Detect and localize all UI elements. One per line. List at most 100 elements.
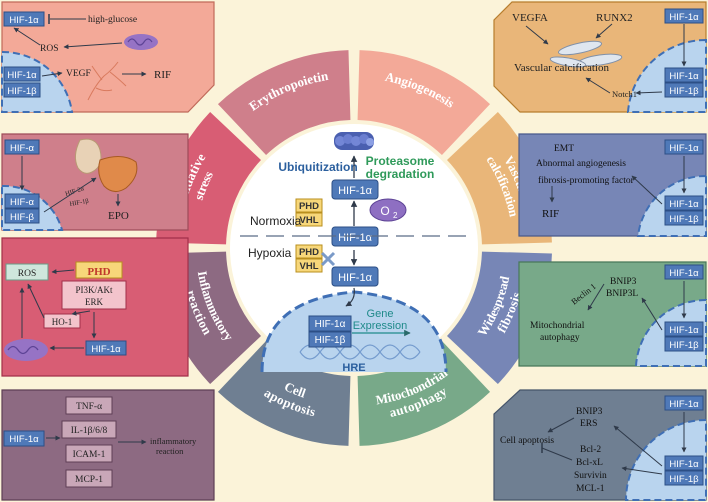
svg-text:HIF-1α: HIF-1α	[669, 143, 699, 154]
svg-text:VHL: VHL	[300, 261, 319, 272]
svg-text:Bcl-2: Bcl-2	[580, 445, 601, 455]
svg-text:HIF-1α: HIF-1α	[669, 12, 699, 23]
svg-text:VEGFA: VEGFA	[512, 12, 548, 24]
svg-text:2: 2	[393, 211, 398, 220]
segment-angiogenesis	[357, 50, 491, 155]
panel-erythropoietin: HIF-α HIF-α HIF-β HIF-2α HIF-1β EPO	[1, 133, 189, 231]
svg-text:VHL: VHL	[300, 215, 319, 226]
svg-text:HIF-1β: HIF-1β	[7, 86, 37, 97]
center-phd-box-normoxia	[295, 198, 323, 213]
panel-inflammatory-reaction: HIF-1α TNF-α IL-1β/6/8 ICAM-1 MCP-1 infl…	[1, 389, 215, 501]
smooth-muscle-cells-icon	[549, 40, 623, 68]
svg-text:HIF-1β: HIF-1β	[669, 474, 699, 485]
svg-text:MCP-1: MCP-1	[75, 475, 103, 485]
center-vhl-box-normoxia	[295, 212, 323, 227]
svg-text:HIF-1α: HIF-1α	[7, 70, 37, 81]
svg-text:O: O	[380, 204, 389, 218]
svg-text:RIF: RIF	[154, 69, 171, 81]
dna-helix	[299, 344, 421, 360]
normoxia-label: Normoxia	[250, 214, 302, 228]
svg-text:high-glucose: high-glucose	[88, 15, 137, 25]
proteasome-label: Proteasome	[366, 154, 435, 168]
center-hif1a-nuclear	[308, 315, 352, 332]
panel-cell-apoptosis: HIF-1α BNIP3 ERS Cell apoptosis Bcl-2 Bc…	[493, 389, 707, 501]
svg-text:PHD: PHD	[299, 247, 319, 258]
center-hif1a-degraded	[331, 179, 379, 200]
svg-text:HIF-1β: HIF-1β	[69, 198, 90, 208]
svg-text:Bcl-xL: Bcl-xL	[576, 458, 603, 468]
svg-text:BNIP3: BNIP3	[610, 277, 637, 287]
svg-text:TNF-α: TNF-α	[76, 402, 102, 412]
svg-text:Vascular calcification: Vascular calcification	[514, 62, 609, 74]
hre-label: HRE	[342, 362, 365, 374]
svg-text:HIF-1α: HIF-1α	[669, 399, 699, 410]
degradation-label: degradation	[366, 167, 435, 181]
svg-text:inflammatory: inflammatory	[150, 436, 197, 446]
liver-icon	[98, 156, 138, 192]
svg-text:HIF-α: HIF-α	[10, 197, 34, 208]
svg-text:ROS: ROS	[18, 269, 36, 279]
svg-text:reaction: reaction	[156, 446, 184, 456]
mitochondria-icon	[124, 34, 158, 50]
svg-text:HIF-1β: HIF-1β	[669, 86, 699, 97]
segment-cell-apoptosis	[217, 341, 351, 446]
center-hif1a-hypoxia	[331, 266, 379, 287]
blood-vessel-icon	[87, 61, 127, 101]
svg-text:Mitochondrial: Mitochondrial	[530, 321, 585, 331]
center-phd-box-hypoxia	[295, 244, 323, 259]
svg-text:ROS: ROS	[40, 44, 58, 54]
panel-oxidative-stress: ROS PHD PI3K/AKt ERK HO-1 HIF-1α	[1, 237, 189, 377]
svg-text:VEGF: VEGF	[66, 69, 91, 79]
kidney-bone-icon	[74, 138, 102, 174]
svg-text:HIF-β: HIF-β	[10, 212, 34, 223]
svg-text:HIF-1α: HIF-1α	[9, 15, 39, 26]
segment-erythropoietin	[217, 50, 351, 155]
svg-text:Abnormal angiogenesis: Abnormal angiogenesis	[536, 159, 626, 169]
svg-text:HIF-1α: HIF-1α	[669, 459, 699, 470]
svg-text:HIF-1α: HIF-1α	[9, 434, 39, 445]
svg-text:RIF: RIF	[542, 208, 559, 220]
hypoxia-label: Hypoxia	[248, 246, 292, 260]
svg-text:HIF-1β: HIF-1β	[669, 340, 699, 351]
svg-text:Survivin: Survivin	[574, 471, 607, 481]
svg-text:HIF-1β: HIF-1β	[315, 335, 346, 346]
svg-text:HIF-1α: HIF-1α	[669, 268, 699, 279]
svg-text:MCL-1: MCL-1	[576, 484, 605, 494]
svg-text:HIF-1α: HIF-1α	[338, 185, 373, 197]
segment-mitochondrial-autophagy	[357, 341, 491, 446]
svg-text:HIF-1α: HIF-1α	[315, 319, 346, 330]
svg-text:HIF-α: HIF-α	[10, 143, 34, 154]
svg-text:HIF-1α: HIF-1α	[338, 272, 373, 284]
svg-text:HIF-1α: HIF-1α	[338, 232, 373, 244]
svg-text:EPO: EPO	[108, 210, 129, 222]
svg-text:HIF-1α: HIF-1α	[669, 325, 699, 336]
expression-label: Expression	[353, 320, 407, 332]
svg-text:autophagy: autophagy	[540, 333, 580, 343]
panel-mitochondrial-autophagy: HIF-1α Beclin 1 BNIP3 BNIP3L Mitochondri…	[518, 261, 707, 367]
svg-text:Cell apoptosis: Cell apoptosis	[500, 436, 554, 446]
svg-text:PI3K/AKt: PI3K/AKt	[75, 285, 113, 295]
svg-text:RUNX2: RUNX2	[596, 12, 633, 24]
svg-text:fibrosis-promoting factor: fibrosis-promoting factor	[538, 175, 635, 186]
svg-text:PHD: PHD	[299, 201, 319, 212]
svg-text:HIF-1β: HIF-1β	[669, 214, 699, 225]
svg-text:ERK: ERK	[85, 297, 104, 307]
panel-angiogenesis: HIF-1α high-glucose ROS HIF-1α HIF-1β VE…	[1, 1, 215, 113]
center-vhl-box-hypoxia	[295, 258, 323, 273]
svg-text:Notch1: Notch1	[612, 89, 637, 99]
svg-text:HIF-1α: HIF-1α	[669, 199, 699, 210]
inhibition-cross-icon	[320, 251, 336, 267]
svg-text:HIF-1α: HIF-1α	[91, 344, 121, 355]
svg-text:ICAM-1: ICAM-1	[73, 450, 106, 460]
gene-label: Gene	[367, 308, 394, 320]
panel-widespread-fibrosis: EMT Abnormal angiogenesis fibrosis-promo…	[518, 133, 707, 237]
svg-text:EMT: EMT	[554, 144, 574, 154]
center-hif1b-nuclear	[308, 331, 352, 348]
svg-text:HO-1: HO-1	[52, 317, 73, 327]
oxygen-bubble	[369, 198, 407, 222]
svg-text:BNIP3: BNIP3	[576, 407, 603, 417]
svg-text:BNIP3L: BNIP3L	[606, 289, 638, 299]
svg-text:PHD: PHD	[87, 266, 110, 278]
